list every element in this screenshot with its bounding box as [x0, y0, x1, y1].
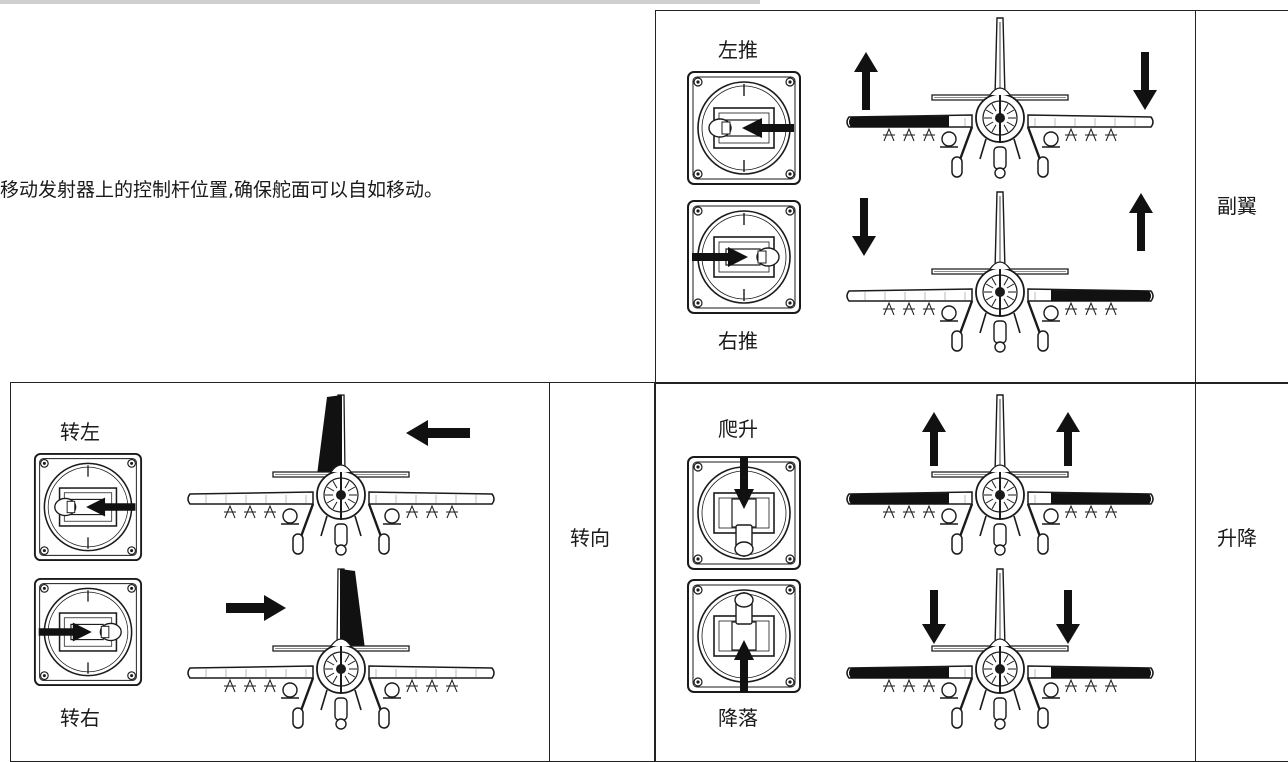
plane-aileron-right [846, 191, 1154, 353]
stick-elevator-up [687, 579, 801, 693]
stick-aileron-left [687, 71, 801, 185]
aileron-top-label: 左推 [718, 38, 758, 62]
stick-elevator-down [687, 456, 801, 570]
arrow-elevator-up-left [922, 412, 946, 466]
aileron-bottom-label: 右推 [718, 329, 758, 353]
arrow-aileron-up-left [854, 52, 878, 110]
elevator-top-label: 爬升 [718, 417, 758, 441]
arrow-elevator-down-right [1056, 590, 1080, 644]
rudder-top-label: 转左 [60, 420, 100, 444]
arrow-aileron-down-right [1133, 52, 1157, 110]
elevator-panel-divider [1195, 382, 1196, 762]
arrow-rudder-right [226, 595, 286, 621]
rudder-side-label: 转向 [570, 526, 610, 550]
arrow-rudder-left [406, 420, 470, 446]
stick-rudder-right [33, 577, 143, 687]
plane-rudder-left [187, 394, 495, 556]
plane-elevator-dive [846, 568, 1154, 730]
aileron-side-label: 副翼 [1217, 194, 1257, 218]
aileron-panel-divider [1195, 10, 1196, 384]
plane-rudder-right [187, 568, 495, 730]
rudder-panel-divider [549, 382, 550, 762]
elevator-bottom-label: 降落 [718, 706, 758, 730]
plane-elevator-climb [846, 394, 1154, 556]
stick-aileron-right [687, 200, 801, 314]
arrow-elevator-down-left [922, 590, 946, 644]
aileron-panel [655, 10, 1288, 384]
rudder-bottom-label: 转右 [60, 706, 100, 730]
elevator-side-label: 升降 [1217, 526, 1257, 550]
stick-rudder-left [33, 452, 143, 562]
arrow-aileron-up-right [1129, 193, 1153, 251]
arrow-aileron-down-left [852, 198, 876, 256]
instruction-text: 移动发射器上的控制杆位置,确保舵面可以自如移动。 [0, 179, 444, 201]
cropped-text-strip [0, 0, 760, 4]
arrow-elevator-up-right [1056, 412, 1080, 466]
plane-aileron-left [846, 17, 1154, 179]
